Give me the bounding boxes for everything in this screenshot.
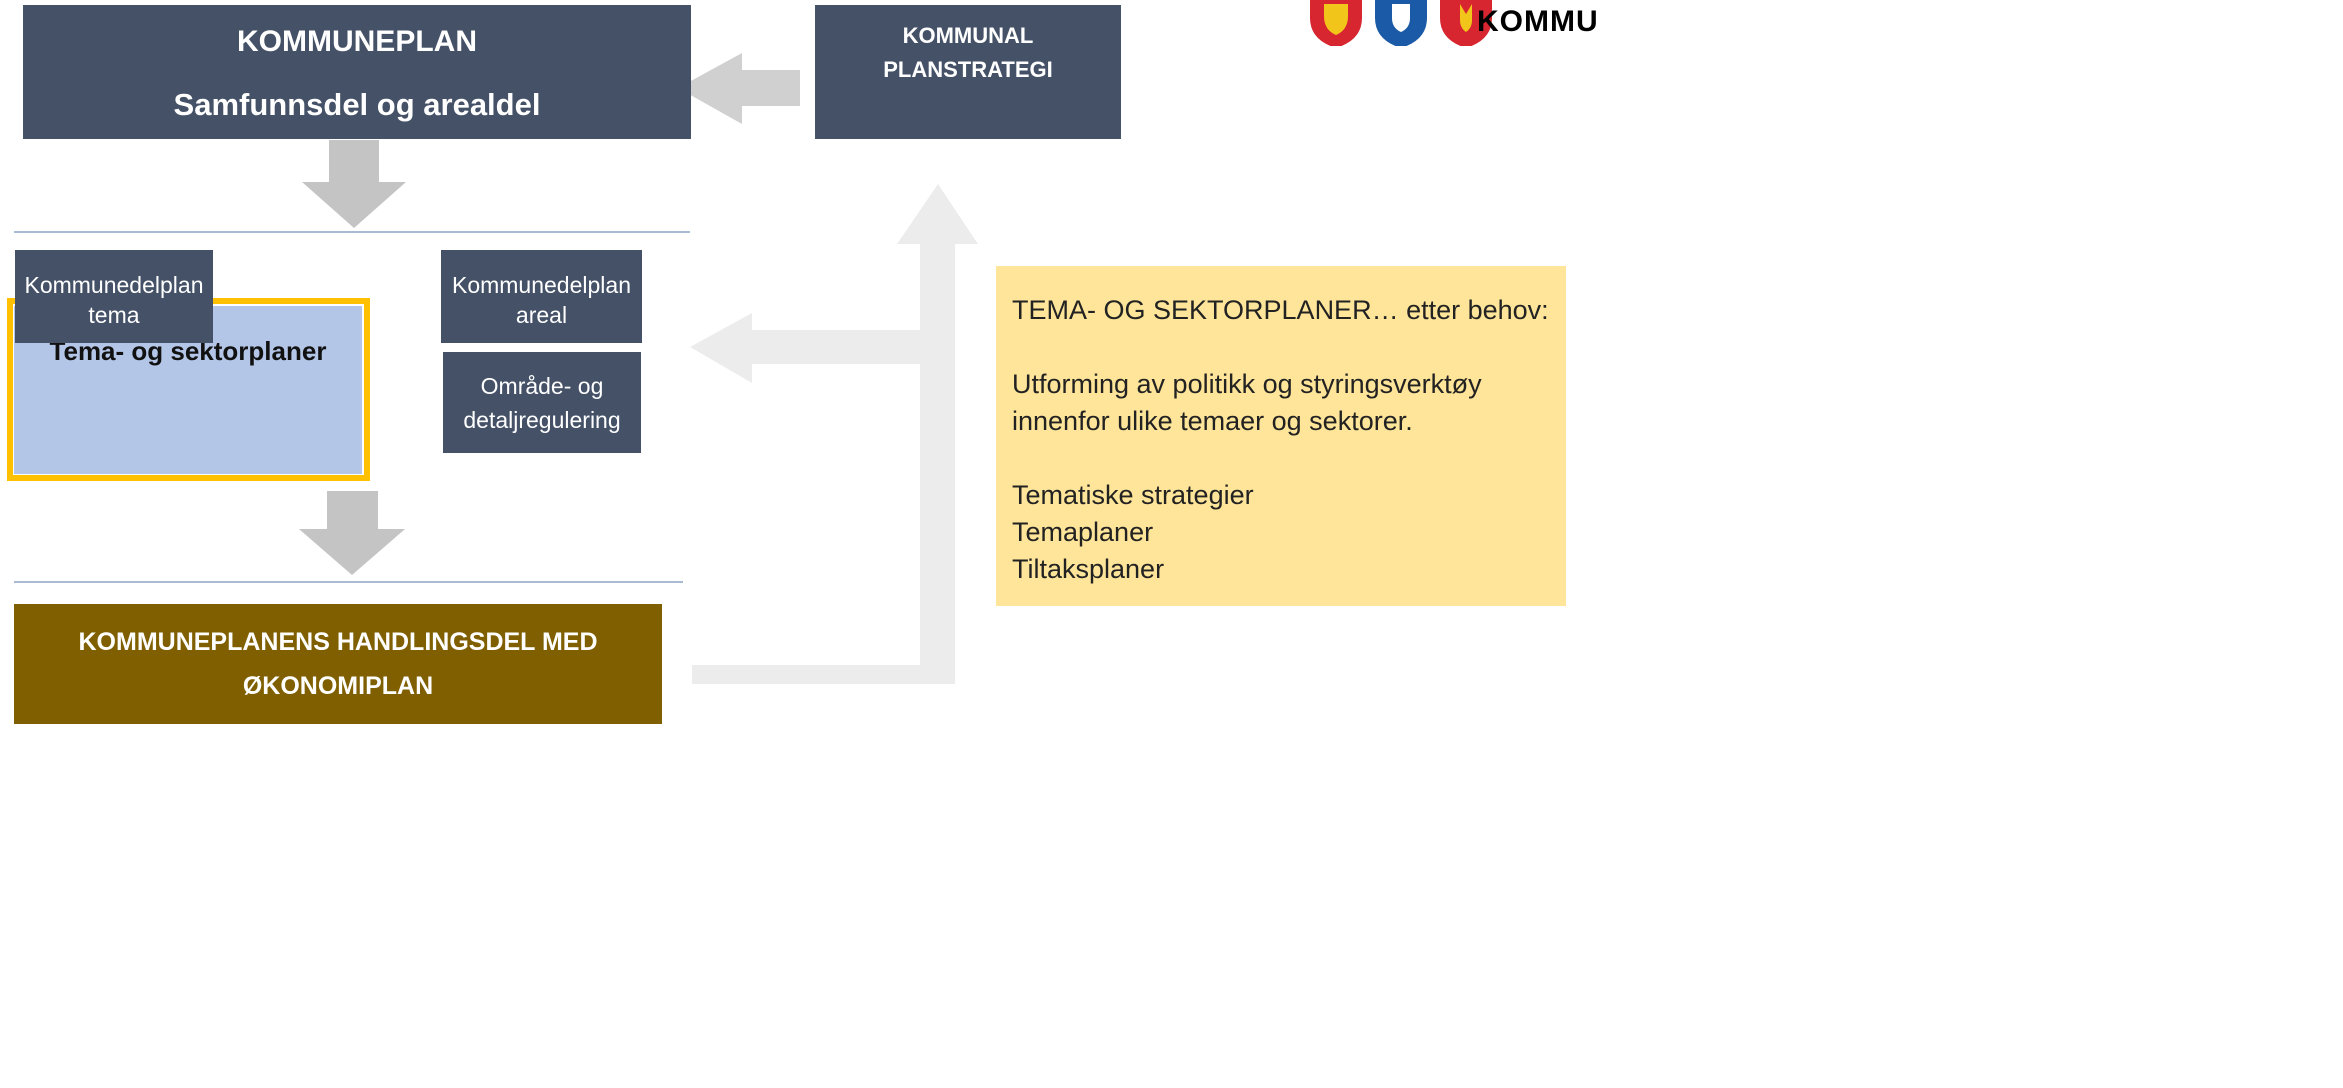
info-description-1: Utforming av politikk og styringsverktøy — [1012, 369, 1482, 399]
info-item: Tiltaksplaner — [1012, 554, 1165, 584]
kommuneplan-title: KOMMUNEPLAN — [237, 25, 477, 58]
omrade-line-2: detaljregulering — [463, 406, 621, 433]
kommuneplan-subtitle: Samfunnsdel og arealdel — [173, 87, 541, 122]
handlingsdel-line-1: KOMMUNEPLANENS HANDLINGSDEL MED — [78, 628, 598, 656]
info-note: TEMA- OG SEKTORPLANER… etter behov: Utfo… — [996, 266, 1566, 606]
info-description-2: innenfor ulike temaer og sektorer. — [1012, 406, 1413, 436]
info-heading: TEMA- OG SEKTORPLANER… etter behov: — [1012, 295, 1549, 325]
planstrategi-box: KOMMUNAL PLANSTRATEGI — [815, 5, 1121, 139]
planstrategi-line-1: KOMMUNAL — [902, 23, 1034, 48]
down-arrow-top — [302, 140, 406, 228]
kommunedelplan-areal-line-2: areal — [515, 302, 568, 328]
branch-arrow — [690, 313, 920, 383]
coat-of-arms-icon — [1375, 0, 1427, 46]
municipality-logo — [1310, 0, 1492, 46]
logo-text: KOMMU — [1477, 5, 1599, 38]
kommunedelplan-areal-box: Kommunedelplan areal — [441, 250, 642, 343]
handlingsdel-line-2: ØKONOMIPLAN — [242, 672, 434, 700]
left-arrow-top — [678, 53, 800, 124]
kommuneplan-box: KOMMUNEPLAN Samfunnsdel og arealdel — [23, 5, 691, 139]
kommunedelplan-tema-box: Kommunedelplan tema — [15, 250, 213, 343]
kommunedelplan-tema-line-1: Kommunedelplan — [24, 272, 204, 298]
info-item: Tematiske strategier — [1012, 480, 1254, 510]
kommunedelplan-areal-line-1: Kommunedelplan — [451, 272, 631, 298]
omrade-line-1: Område- og — [480, 372, 604, 399]
info-item: Temaplaner — [1012, 517, 1154, 547]
feedback-arrow — [692, 184, 978, 684]
planstrategi-line-2: PLANSTRATEGI — [883, 57, 1053, 82]
kommunedelplan-tema-line-2: tema — [88, 302, 140, 328]
handlingsdel-box: KOMMUNEPLANENS HANDLINGSDEL MED ØKONOMIP… — [14, 604, 662, 724]
coat-of-arms-icon — [1310, 0, 1362, 46]
down-arrow-bottom — [299, 491, 405, 575]
coat-of-arms-icon — [1440, 0, 1492, 46]
omrade-detaljregulering-box: Område- og detaljregulering — [443, 352, 641, 453]
